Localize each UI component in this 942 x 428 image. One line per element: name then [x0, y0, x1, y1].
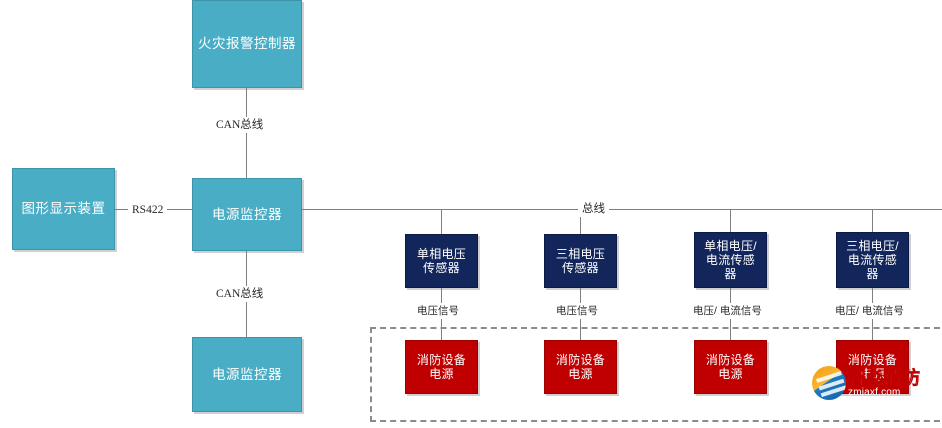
connector-bus-to-sensor-1 [441, 209, 442, 234]
node-power-equipment-4[interactable]: 消防设备 电源 [836, 340, 909, 394]
connector-main-bus [302, 209, 942, 210]
node-graphic-display[interactable]: 图形显示装置 [12, 168, 115, 250]
connector-alarm-to-monitor [246, 88, 247, 178]
edge-label-rs422: RS422 [128, 202, 168, 218]
connector-bus-to-sensor-3 [730, 209, 731, 234]
edge-label-bus: 总线 [578, 201, 609, 217]
edge-label-signal-2: 电压信号 [552, 303, 602, 319]
edge-label-can-bottom: CAN总线 [212, 286, 268, 302]
node-sensor-three-phase-voltage-current[interactable]: 三相电压/ 电流传感 器 [836, 232, 909, 288]
edge-label-signal-4: 电压/ 电流信号 [831, 303, 908, 319]
node-fire-alarm-controller[interactable]: 火灾报警控制器 [192, 0, 302, 88]
connector-bus-to-sensor-4 [872, 209, 873, 234]
power-equipment-group [370, 327, 942, 422]
node-sensor-single-phase-voltage[interactable]: 单相电压 传感器 [405, 234, 478, 288]
node-sensor-three-phase-voltage[interactable]: 三相电压 传感器 [544, 234, 617, 288]
edge-label-can-top: CAN总线 [212, 117, 268, 133]
node-power-monitor-sub[interactable]: 电源监控器 [192, 337, 302, 412]
node-power-equipment-2[interactable]: 消防设备 电源 [544, 340, 617, 394]
node-power-equipment-3[interactable]: 消防设备 电源 [694, 340, 767, 394]
edge-label-signal-1: 电压信号 [413, 303, 463, 319]
node-power-monitor-main[interactable]: 电源监控器 [192, 178, 302, 251]
node-power-equipment-1[interactable]: 消防设备 电源 [405, 340, 478, 394]
node-sensor-single-phase-voltage-current[interactable]: 单相电压/ 电流传感 器 [694, 232, 767, 288]
connector-bus-to-sensor-2 [580, 209, 581, 234]
edge-label-signal-3: 电压/ 电流信号 [689, 303, 766, 319]
